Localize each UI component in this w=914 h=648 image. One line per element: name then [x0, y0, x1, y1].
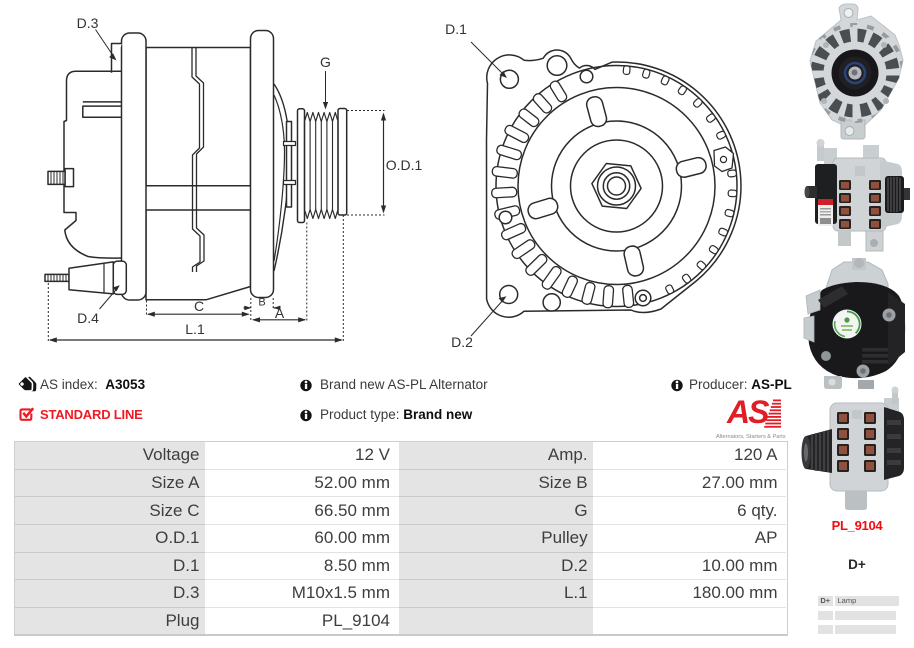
svg-text:A: A — [275, 305, 285, 321]
svg-text:Alternators, Starters & Parts: Alternators, Starters & Parts — [716, 434, 786, 440]
svg-text:AS: AS — [726, 394, 770, 430]
svg-text:L.1: L.1 — [185, 321, 205, 337]
svg-text:D.3: D.3 — [77, 15, 99, 31]
svg-text:B: B — [258, 297, 265, 309]
svg-text:D.4: D.4 — [77, 310, 99, 326]
svg-text:D.2: D.2 — [451, 334, 473, 350]
svg-text:O.D.1: O.D.1 — [386, 157, 423, 173]
svg-text:D.1: D.1 — [445, 21, 467, 37]
svg-text:C: C — [194, 298, 204, 314]
svg-text:G: G — [320, 54, 331, 70]
